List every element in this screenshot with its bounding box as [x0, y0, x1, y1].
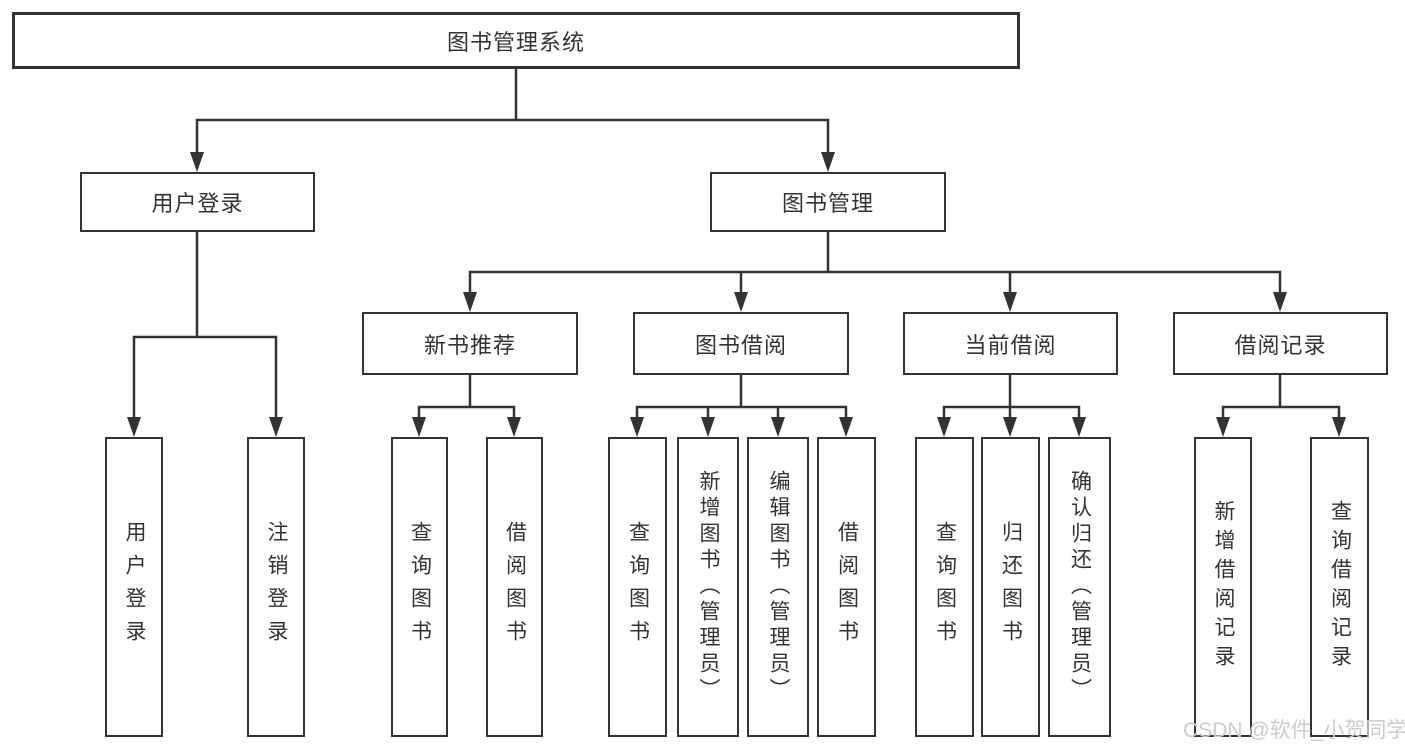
leaf-return-books: 归还图书	[981, 437, 1040, 737]
csdn-watermark: CSDN @软件_小贺同学	[1183, 719, 1405, 742]
leaf-borrow-books-borrowing: 借阅图书	[817, 437, 876, 737]
leaf-add-borrow-record: 新增借阅记录	[1194, 437, 1252, 737]
leaf-user-login: 用户登录	[105, 437, 163, 737]
node-book-borrowing: 图书借阅	[633, 312, 849, 375]
node-label: 用户登录	[151, 191, 244, 216]
node-library-management-system: 图书管理系统	[12, 12, 1020, 69]
leaf-query-books-recommend: 查询图书	[391, 437, 448, 737]
node-label: 查询图书	[408, 521, 432, 653]
leaf-logout: 注销登录	[247, 437, 305, 737]
leaf-edit-books-admin: 编辑图书（管理员）	[747, 437, 809, 737]
node-label: 注销登录	[265, 521, 288, 653]
node-label: 新增图书（管理员）	[697, 470, 720, 704]
node-new-book-recommendation: 新书推荐	[362, 312, 578, 375]
node-label: 编辑图书（管理员）	[767, 470, 790, 704]
node-label: 归还图书	[999, 521, 1023, 653]
leaf-query-books-borrowing: 查询图书	[608, 437, 667, 737]
leaf-query-borrow-record: 查询借阅记录	[1310, 437, 1369, 737]
leaf-query-books-current: 查询图书	[915, 437, 974, 737]
node-label: 当前借阅	[964, 332, 1057, 358]
arrowheads	[127, 152, 1346, 437]
node-user-login-branch: 用户登录	[80, 172, 315, 232]
node-label: 图书借阅	[694, 332, 787, 358]
node-current-borrowing: 当前借阅	[903, 312, 1118, 375]
node-book-management-branch: 图书管理	[710, 172, 946, 232]
node-label: 新书推荐	[423, 332, 516, 358]
leaf-add-books-admin: 新增图书（管理员）	[677, 437, 739, 737]
node-label: 图书管理系统	[446, 29, 585, 55]
node-label: 查询图书	[626, 521, 650, 653]
node-label: 图书管理	[781, 191, 874, 216]
node-borrowing-records: 借阅记录	[1173, 312, 1388, 375]
node-label: 新增借阅记录	[1212, 500, 1235, 674]
node-label: 借阅图书	[835, 521, 859, 653]
node-label: 借阅图书	[503, 521, 527, 653]
node-label: 查询图书	[933, 521, 957, 653]
leaf-confirm-return-admin: 确认归还（管理员）	[1048, 437, 1111, 737]
leaf-borrow-books-recommend: 借阅图书	[486, 437, 543, 737]
node-label: 用户登录	[123, 521, 146, 653]
node-label: 查询借阅记录	[1328, 500, 1352, 674]
node-label: 借阅记录	[1234, 332, 1327, 358]
node-label: 确认归还（管理员）	[1068, 470, 1092, 704]
